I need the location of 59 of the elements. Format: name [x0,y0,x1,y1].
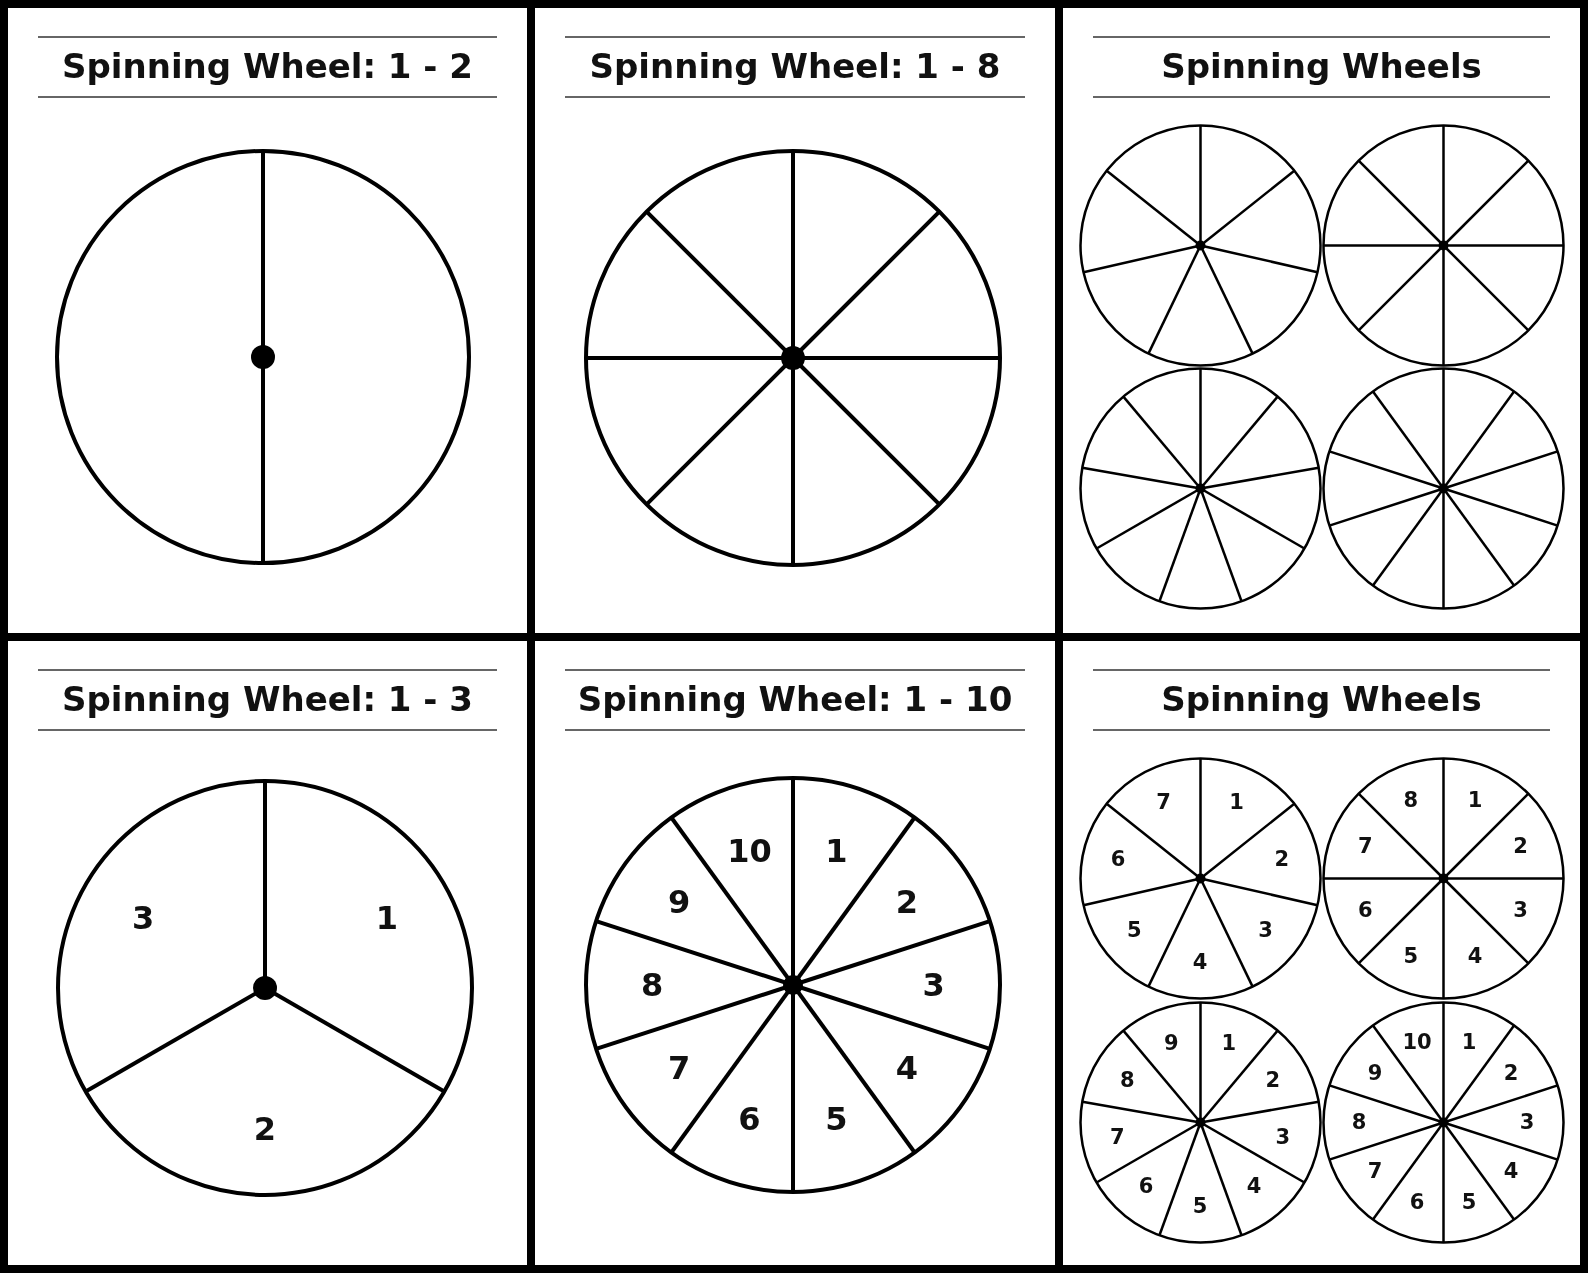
segment-number: 6 [1409,1191,1425,1213]
segment-number: 1 [1467,789,1483,811]
panel-heading: Spinning Wheel: 1 - 10 [576,679,1014,719]
segment-number: 4 [895,1051,918,1084]
segment-number: 5 [1403,945,1419,967]
segment-number: 8 [641,969,664,1001]
segment-number: 3 [1258,919,1273,941]
segment-number: 10 [1402,1031,1432,1053]
segment-number: 3 [1275,1126,1291,1148]
segment-number: 7 [1367,1160,1383,1182]
segment-number: 7 [1358,835,1373,857]
segment-number: 2 [253,1112,277,1145]
segment-number: 7 [1109,1126,1125,1148]
segment-number: 8 [1403,789,1419,811]
segment-number: 7 [668,1051,691,1084]
panel-heading: Spinning Wheel: 1 - 3 [61,679,474,719]
segment-number: 6 [1358,899,1373,921]
segment-number: 2 [895,886,918,919]
segment-number: 1 [825,835,848,868]
segment-number: 1 [1221,1032,1237,1054]
segment-number: 3 [1519,1111,1535,1133]
worksheet-panel [535,641,1055,1265]
segment-number: 3 [922,969,945,1001]
segment-number: 1 [375,901,398,934]
segment-number: 2 [1274,848,1290,870]
segment-number: 1 [1461,1031,1477,1053]
segment-number: 8 [1119,1069,1135,1091]
segment-number: 1 [1229,791,1244,813]
segment-number: 5 [1127,919,1142,941]
segment-number: 10 [727,835,772,868]
segment-number: 9 [1367,1062,1383,1084]
worksheet-panel [535,8,1055,633]
segment-number: 5 [1192,1195,1208,1217]
panel-heading: Spinning Wheel: 1 - 8 [588,46,1002,86]
panel-heading: Spinning Wheel: 1 - 2 [61,46,474,86]
segment-number: 6 [1110,848,1126,870]
segment-number: 4 [1467,945,1483,967]
segment-number: 2 [1503,1062,1519,1084]
segment-number: 3 [1513,899,1528,921]
segment-number: 7 [1156,791,1171,813]
worksheet-panel [1063,8,1580,633]
segment-number: 4 [1246,1175,1262,1197]
panel-heading: Spinning Wheels [1160,46,1483,86]
segment-number: 4 [1192,951,1208,973]
segment-number: 2 [1513,835,1528,857]
segment-number: 5 [825,1102,848,1135]
segment-number: 9 [1163,1032,1179,1054]
worksheet-panel [8,8,527,633]
panel-heading: Spinning Wheels [1160,679,1483,719]
worksheet-panel [1063,641,1580,1265]
segment-number: 3 [131,901,155,934]
segment-number: 2 [1265,1069,1281,1091]
segment-number: 6 [738,1102,761,1135]
segment-number: 5 [1461,1191,1477,1213]
segment-number: 4 [1503,1160,1519,1182]
worksheet-panel [8,641,527,1265]
segment-number: 9 [668,886,691,919]
segment-number: 6 [1138,1175,1154,1197]
segment-number: 8 [1351,1111,1367,1133]
